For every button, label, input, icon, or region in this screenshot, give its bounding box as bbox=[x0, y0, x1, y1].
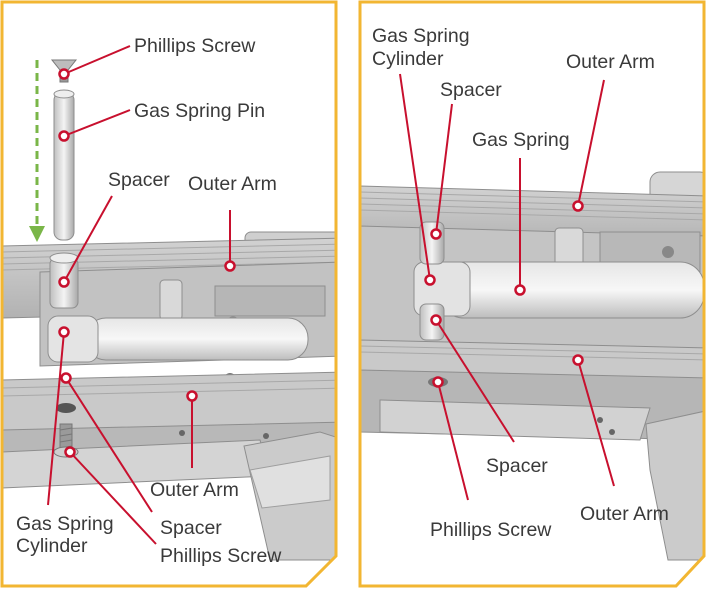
label-phillips-screw-top: Phillips Screw bbox=[134, 35, 256, 57]
label-gas-spring-pin: Gas Spring Pin bbox=[134, 100, 265, 122]
right-callout-lines bbox=[399, 73, 615, 501]
label-outer-arm-top: Outer Arm bbox=[188, 173, 277, 195]
right-panel-frame bbox=[358, 0, 706, 588]
label-outer-arm-bottom: Outer Arm bbox=[150, 479, 239, 501]
left-illustration bbox=[2, 59, 336, 561]
label-spacer-bottom: Spacer bbox=[160, 517, 222, 539]
right-callout-dots bbox=[424, 200, 584, 388]
label-r-spacer-top: Spacer bbox=[440, 79, 502, 101]
right-illustration bbox=[360, 171, 704, 561]
label-r-gas-spring-cylinder-line1: Gas Spring bbox=[372, 25, 470, 47]
left-panel: Phillips Screw Gas Spring Pin Spacer Out… bbox=[0, 0, 338, 588]
label-spacer-top: Spacer bbox=[108, 169, 170, 191]
label-r-outer-arm-bottom: Outer Arm bbox=[580, 503, 669, 525]
right-panel: Gas Spring Cylinder Spacer Outer Arm Gas… bbox=[358, 0, 706, 588]
arrow-head-icon bbox=[29, 226, 45, 242]
label-r-phillips-screw: Phillips Screw bbox=[430, 519, 552, 541]
label-r-spacer-bottom: Spacer bbox=[486, 455, 548, 477]
label-r-gas-spring-cylinder-line2: Cylinder bbox=[372, 48, 444, 70]
label-r-outer-arm-top: Outer Arm bbox=[566, 51, 655, 73]
label-phillips-screw-bottom: Phillips Screw bbox=[160, 545, 282, 567]
label-gas-spring-cylinder-line2: Cylinder bbox=[16, 535, 88, 557]
left-callout-dots bbox=[58, 68, 236, 458]
label-gas-spring-cylinder-line1: Gas Spring bbox=[16, 513, 114, 535]
left-panel-frame bbox=[0, 0, 338, 588]
left-callout-lines bbox=[47, 45, 231, 545]
label-r-gas-spring: Gas Spring bbox=[472, 129, 570, 151]
